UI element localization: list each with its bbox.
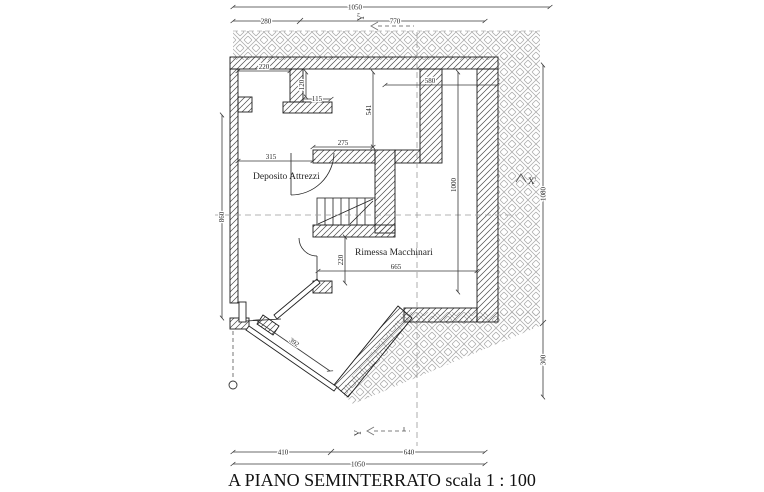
section-label-y-bottom: Y [353,429,363,436]
wall-landing-link [394,149,421,164]
dim-pier-height: 120 [298,79,306,90]
wall-pier-ledge [282,101,333,114]
dim-rimessa-top: 580 [425,77,436,85]
dim-left-height: 860 [218,211,226,222]
dim-rimessa-height: 1000 [450,178,458,193]
stair-break-line [317,198,374,225]
wall-stair-right [374,149,396,234]
dim-tick-right-split [539,319,547,327]
dim-top-total: 1050 [348,4,363,12]
walls [229,56,499,398]
dim-corridor-height: 541 [365,104,373,115]
ramp-walls [245,278,338,392]
door-rimessa-swing [298,237,318,281]
staircase [316,197,376,226]
drawing-title: A PIANO SEMINTERRATO scala 1 : 100 [228,470,536,490]
stair-outline [316,197,376,226]
section-leader-y-bottom [374,425,410,432]
dim-niche: 220 [259,63,270,71]
dimension-lines: 1050 280 770 410 640 1050 860 1080 300 2… [217,2,553,470]
door-ramp-leaf [238,301,247,323]
wall-left [229,68,239,304]
dim-bottom-seg1: 410 [278,449,289,457]
section-arrow-y-bottom [366,426,375,436]
section-lines: X' Y' Y [215,13,536,446]
earth-band-top [233,31,540,60]
room-label-deposito: Deposito Attrezzi [253,172,320,182]
section-arrow-y-top [370,21,379,31]
dim-line-ramp [252,319,334,372]
section-label-y-top: Y' [356,13,366,21]
ramp-wall-inner [273,278,321,320]
wall-diagonal [333,305,413,398]
wall-right [476,68,499,323]
dim-opening-width: 665 [391,263,402,271]
stair-risers [324,198,366,225]
axis-circle-marker [228,380,238,390]
wall-niche-block [237,96,253,113]
wall-landing-slab [312,149,376,164]
dim-pier-ledge: 115 [312,95,323,103]
dim-ramp-width: 392 [288,336,302,349]
section-label-x: X' [528,176,536,186]
dim-tick-top-split [296,17,304,25]
dim-door-offset: 220 [337,254,345,265]
dim-bottom-seg2: 640 [404,449,415,457]
section-caret-x [515,173,527,183]
dim-bottom-total: 1050 [351,461,366,469]
dim-right-lower: 300 [540,354,548,365]
wall-top [229,56,499,70]
wall-stair-bottom [312,224,396,238]
dim-tick-bottom-split [327,448,335,456]
wall-mid-upper [419,68,443,164]
dim-top-seg1: 280 [261,18,272,26]
wall-bottom [403,307,478,323]
dim-top-seg2: 770 [390,18,401,26]
dim-deposito-width: 315 [266,153,277,161]
dim-right-upper: 1080 [540,187,548,202]
dim-landing-width: 275 [338,139,349,147]
earth-band-right [498,57,540,316]
room-label-rimessa: Rimessa Macchinari [355,248,433,258]
